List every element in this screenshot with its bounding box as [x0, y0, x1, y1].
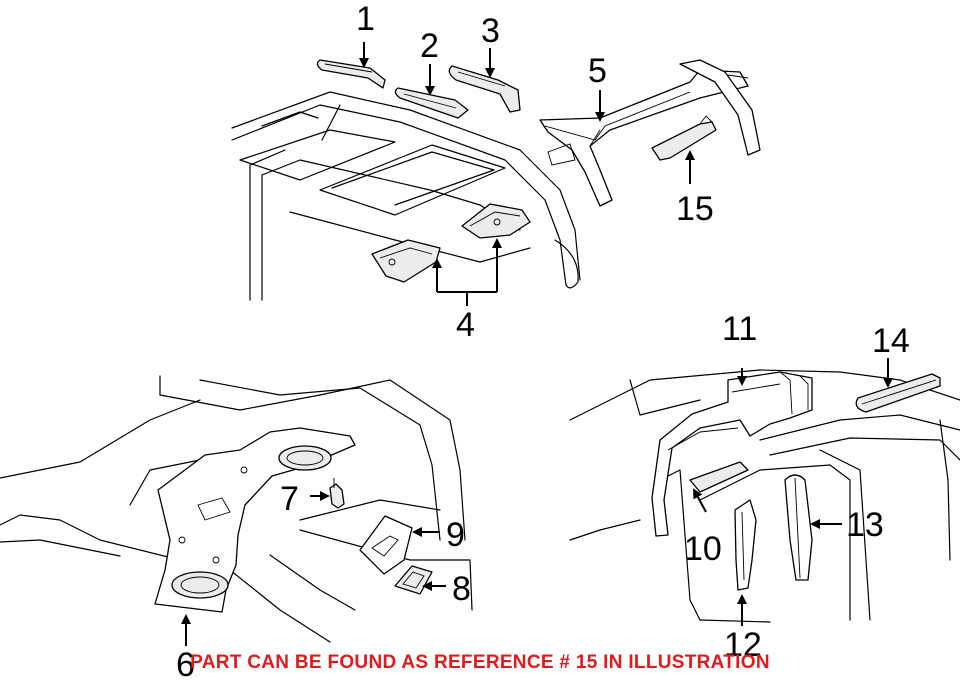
part-7-stud	[329, 478, 345, 509]
roof-view	[231, 42, 761, 306]
part-1-roof-rail	[316, 59, 386, 89]
floor-view	[0, 375, 473, 646]
callout-labels: 1 2 3 5 15 4 7 9 8 6 11 14 10 13 12	[176, 0, 910, 683]
part-11-pillar-frame	[651, 371, 813, 537]
callout-10: 10	[684, 530, 722, 568]
reference-note: PART CAN BE FOUND AS REFERENCE # 15 IN I…	[190, 652, 770, 673]
part-3-roof-rail	[448, 65, 521, 113]
callout-9: 9	[446, 516, 465, 554]
callout-15: 15	[676, 190, 714, 228]
part-14-trim-strip	[855, 373, 941, 413]
callout-7: 7	[280, 480, 299, 518]
callout-11: 11	[722, 310, 757, 348]
callout-1: 1	[356, 0, 375, 38]
pillar-view	[569, 358, 960, 626]
part-6-floor-panel	[154, 427, 356, 613]
part-2-roof-bow	[394, 87, 469, 119]
part-5-roof-crossmember	[539, 59, 761, 207]
part-4-brackets	[371, 203, 531, 283]
callout-2: 2	[420, 27, 439, 65]
callout-5: 5	[588, 52, 607, 90]
callout-13: 13	[846, 506, 884, 544]
callout-4: 4	[456, 306, 475, 344]
part-10-reinforcement	[689, 461, 749, 493]
part-15-bracket	[651, 115, 717, 161]
callout-3: 3	[481, 12, 500, 50]
callout-12: 12	[724, 626, 762, 664]
part-13-pillar-inner	[784, 474, 813, 581]
part-12-pillar-bracket	[734, 499, 757, 591]
callout-14: 14	[872, 322, 910, 360]
part-8-plate	[394, 565, 433, 595]
part-9-bracket	[359, 515, 413, 575]
callout-8: 8	[452, 570, 471, 608]
callout-6: 6	[176, 646, 195, 683]
